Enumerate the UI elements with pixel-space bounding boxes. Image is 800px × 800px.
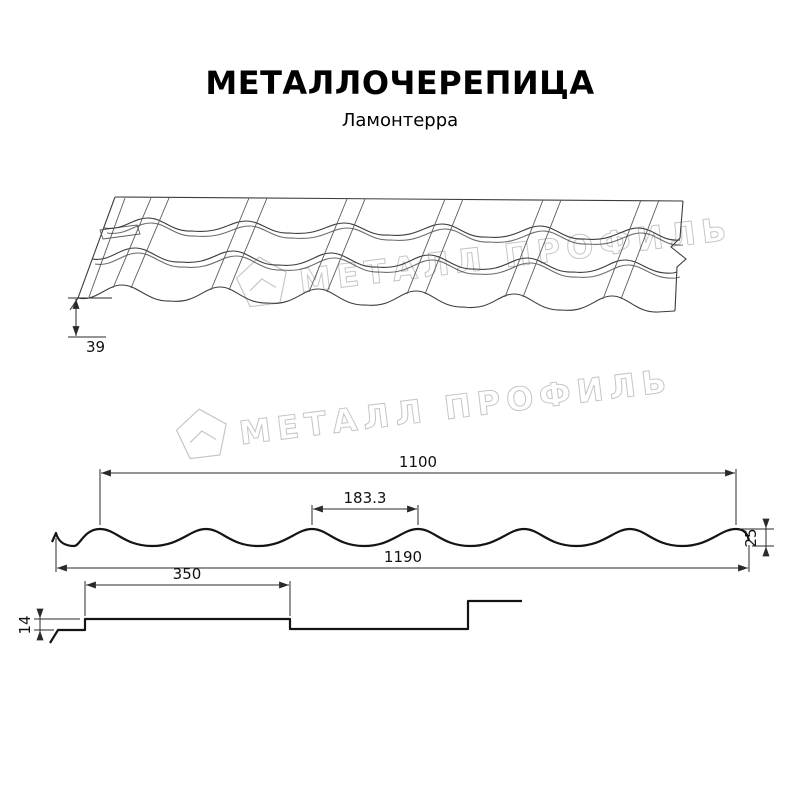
metallprofil-logo-icon bbox=[175, 408, 227, 460]
dimension-label: 350 bbox=[173, 565, 202, 583]
page-title: МЕТАЛЛОЧЕРЕПИЦА bbox=[205, 64, 595, 102]
sheet-bottom-wave-edge bbox=[77, 284, 676, 313]
dimension-label: 14 bbox=[16, 615, 34, 634]
dimension-extension-lines bbox=[311, 505, 419, 525]
sheet-right-break-edge bbox=[670, 200, 687, 312]
dimension-extension-lines bbox=[68, 297, 112, 338]
dimension-25: 25 bbox=[740, 518, 774, 557]
dimension-39: 39 bbox=[68, 297, 112, 356]
cross-section-drawing: 1100 183.3 25 1190 bbox=[50, 453, 774, 572]
dimension-extension-lines bbox=[740, 528, 774, 547]
sheet-top-edge bbox=[114, 196, 684, 202]
watermark-text: МЕТАЛЛ ПРОФИЛЬ bbox=[297, 210, 734, 301]
dimension-label: 1100 bbox=[399, 453, 437, 471]
dimension-350: 350 bbox=[84, 565, 291, 616]
dimension-label: 39 bbox=[86, 338, 105, 356]
sheet-flange-plate bbox=[99, 224, 141, 240]
dimension-extension-lines bbox=[99, 469, 737, 525]
sheet-step-row-upper bbox=[103, 217, 681, 241]
dimension-label: 1190 bbox=[384, 548, 422, 566]
sheet-left-flange-line bbox=[88, 197, 126, 298]
dimension-label: 25 bbox=[742, 528, 760, 547]
dimension-183-3: 183.3 bbox=[311, 489, 419, 525]
page-subtitle: Ламонтерра bbox=[341, 110, 459, 131]
sheet-step-row-middle bbox=[91, 247, 678, 274]
longitudinal-profile bbox=[49, 599, 522, 644]
sheet-left-edge bbox=[69, 196, 116, 311]
technical-drawing: МЕТАЛЛ ПРОФИЛЬ МЕТАЛЛ ПРОФИЛЬ bbox=[16, 196, 774, 644]
dimension-1190: 1190 bbox=[55, 538, 750, 572]
wave-ridge-lines bbox=[112, 197, 660, 300]
longitudinal-profile-drawing: 350 14 bbox=[16, 565, 522, 644]
dimension-extension-lines bbox=[34, 618, 80, 631]
dimension-extension-lines bbox=[84, 581, 291, 616]
dimension-label: 183.3 bbox=[344, 489, 387, 507]
watermark-lower: МЕТАЛЛ ПРОФИЛЬ bbox=[175, 361, 675, 460]
dimension-extension-lines bbox=[55, 538, 750, 572]
dimension-1100: 1100 bbox=[99, 453, 737, 525]
cross-section-profile bbox=[50, 527, 751, 548]
perspective-view-drawing: 39 bbox=[68, 196, 687, 356]
watermark-text: МЕТАЛЛ ПРОФИЛЬ bbox=[237, 362, 674, 453]
dimension-14: 14 bbox=[16, 608, 80, 641]
